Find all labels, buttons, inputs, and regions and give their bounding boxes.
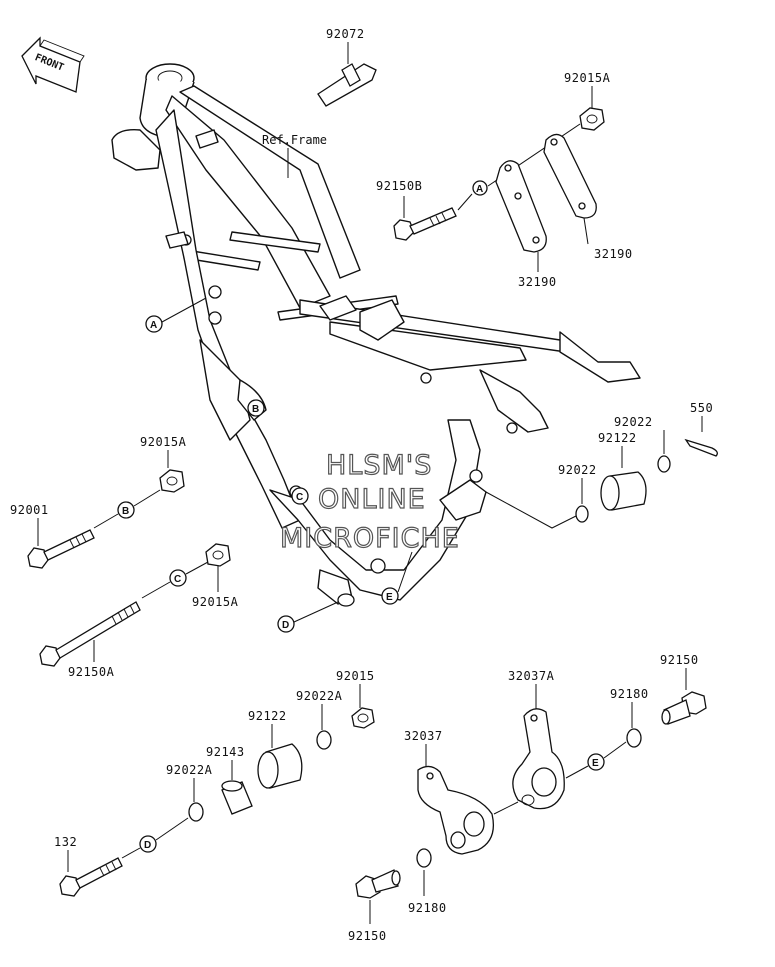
part-92180-washer-bottom xyxy=(416,848,432,868)
part-number-32037: 32037 xyxy=(404,729,443,743)
callout-b-left-label: B xyxy=(122,506,129,517)
callout-b-left xyxy=(117,501,135,519)
part-number-32190-bottom: 32190 xyxy=(518,275,557,289)
part-number-92015A-top: 92015A xyxy=(564,71,611,85)
watermark-line1: HLSM'S xyxy=(326,450,432,481)
part-number-92150-right: 92150 xyxy=(660,653,699,667)
part-number-32190-right: 32190 xyxy=(594,247,633,261)
part-number-92150B: 92150B xyxy=(376,179,422,193)
part-number-92022A-left: 92022A xyxy=(166,763,213,777)
part-92015-nut xyxy=(351,707,375,729)
part-92122-collar-right xyxy=(600,471,647,511)
part-number-92150A: 92150A xyxy=(68,665,115,679)
part-number-92122-left: 92122 xyxy=(248,709,287,723)
part-number-92143: 92143 xyxy=(206,745,245,759)
part-number-92015A-mid: 92015A xyxy=(192,595,239,609)
part-number-92072: 92072 xyxy=(326,27,365,41)
callout-a-top-label: A xyxy=(476,184,483,195)
callout-c-left xyxy=(169,569,187,587)
part-92015A-nut-mid xyxy=(205,543,231,567)
watermark: HLSM'S ONLINE MICROFICHE xyxy=(279,449,460,554)
callout-e-frame-label: E xyxy=(386,592,393,603)
part-number-92001: 92001 xyxy=(10,503,49,517)
part-number-132: 132 xyxy=(54,835,77,849)
part-92015A-nut-top xyxy=(579,107,605,131)
part-92143-spacer xyxy=(221,780,253,815)
part-92022A-washer-top xyxy=(316,730,332,750)
part-number-92022-right-top: 92022 xyxy=(614,415,653,429)
callout-d-bottom xyxy=(139,835,157,853)
part-92072-clamp xyxy=(317,63,377,107)
part-92022-washer-right-top xyxy=(657,455,671,473)
part-number-32037A: 32037A xyxy=(508,669,555,683)
callout-d-bottom-label: D xyxy=(144,840,151,851)
watermark-line2: ONLINE xyxy=(318,484,426,515)
part-92022-washer-right xyxy=(575,505,589,523)
part-number-92122-right: 92122 xyxy=(598,431,637,445)
part-number-92022A-top: 92022A xyxy=(296,689,343,703)
part-92180-washer-top xyxy=(626,728,642,748)
part-550-cotter-pin xyxy=(684,438,718,457)
part-92150B-bolt xyxy=(393,207,457,241)
callout-d-frame-label: D xyxy=(282,620,289,631)
part-92001-bolt xyxy=(27,529,95,569)
part-32037A-bracket xyxy=(512,708,565,810)
part-number-92015A-left: 92015A xyxy=(140,435,187,449)
callout-c-frame xyxy=(291,487,309,505)
part-92150-bolt-bottom xyxy=(355,869,401,899)
part-number-92150-bottom: 92150 xyxy=(348,929,387,943)
part-number-92180-bottom: 92180 xyxy=(408,901,447,915)
callout-a-top xyxy=(472,180,488,196)
part-92150-bolt-right xyxy=(661,691,707,725)
part-92122-collar-left xyxy=(257,743,303,789)
callout-a-left-label: A xyxy=(150,320,157,331)
part-number-550: 550 xyxy=(690,401,713,415)
front-arrow-icon: FRONT xyxy=(21,36,85,93)
part-number-92180-top: 92180 xyxy=(610,687,649,701)
part-92150A-long-bolt xyxy=(39,601,141,667)
callout-b-frame xyxy=(247,399,265,417)
part-32037-bracket xyxy=(417,765,495,855)
callout-a-left xyxy=(145,315,163,333)
callout-c-frame-label: C xyxy=(296,492,303,503)
callout-e-bottom xyxy=(587,753,605,771)
callout-d-frame xyxy=(277,615,295,633)
part-number-92022-right: 92022 xyxy=(558,463,597,477)
watermark-line3: MICROFICHE xyxy=(280,523,460,554)
ref-frame-label: Ref.Frame xyxy=(262,133,327,147)
part-32190-plate-front xyxy=(495,160,547,253)
callout-b-frame-label: B xyxy=(252,404,259,415)
part-32190-plate-rear xyxy=(543,133,597,219)
part-number-92015: 92015 xyxy=(336,669,375,683)
callout-e-frame xyxy=(381,587,399,605)
part-132-bolt xyxy=(59,857,123,897)
callout-e-bottom-label: E xyxy=(592,758,599,769)
callout-c-left-label: C xyxy=(174,574,181,585)
frame-illustration xyxy=(111,63,641,607)
part-92022A-washer-left xyxy=(188,802,204,822)
part-92015A-nut-left xyxy=(159,469,185,493)
